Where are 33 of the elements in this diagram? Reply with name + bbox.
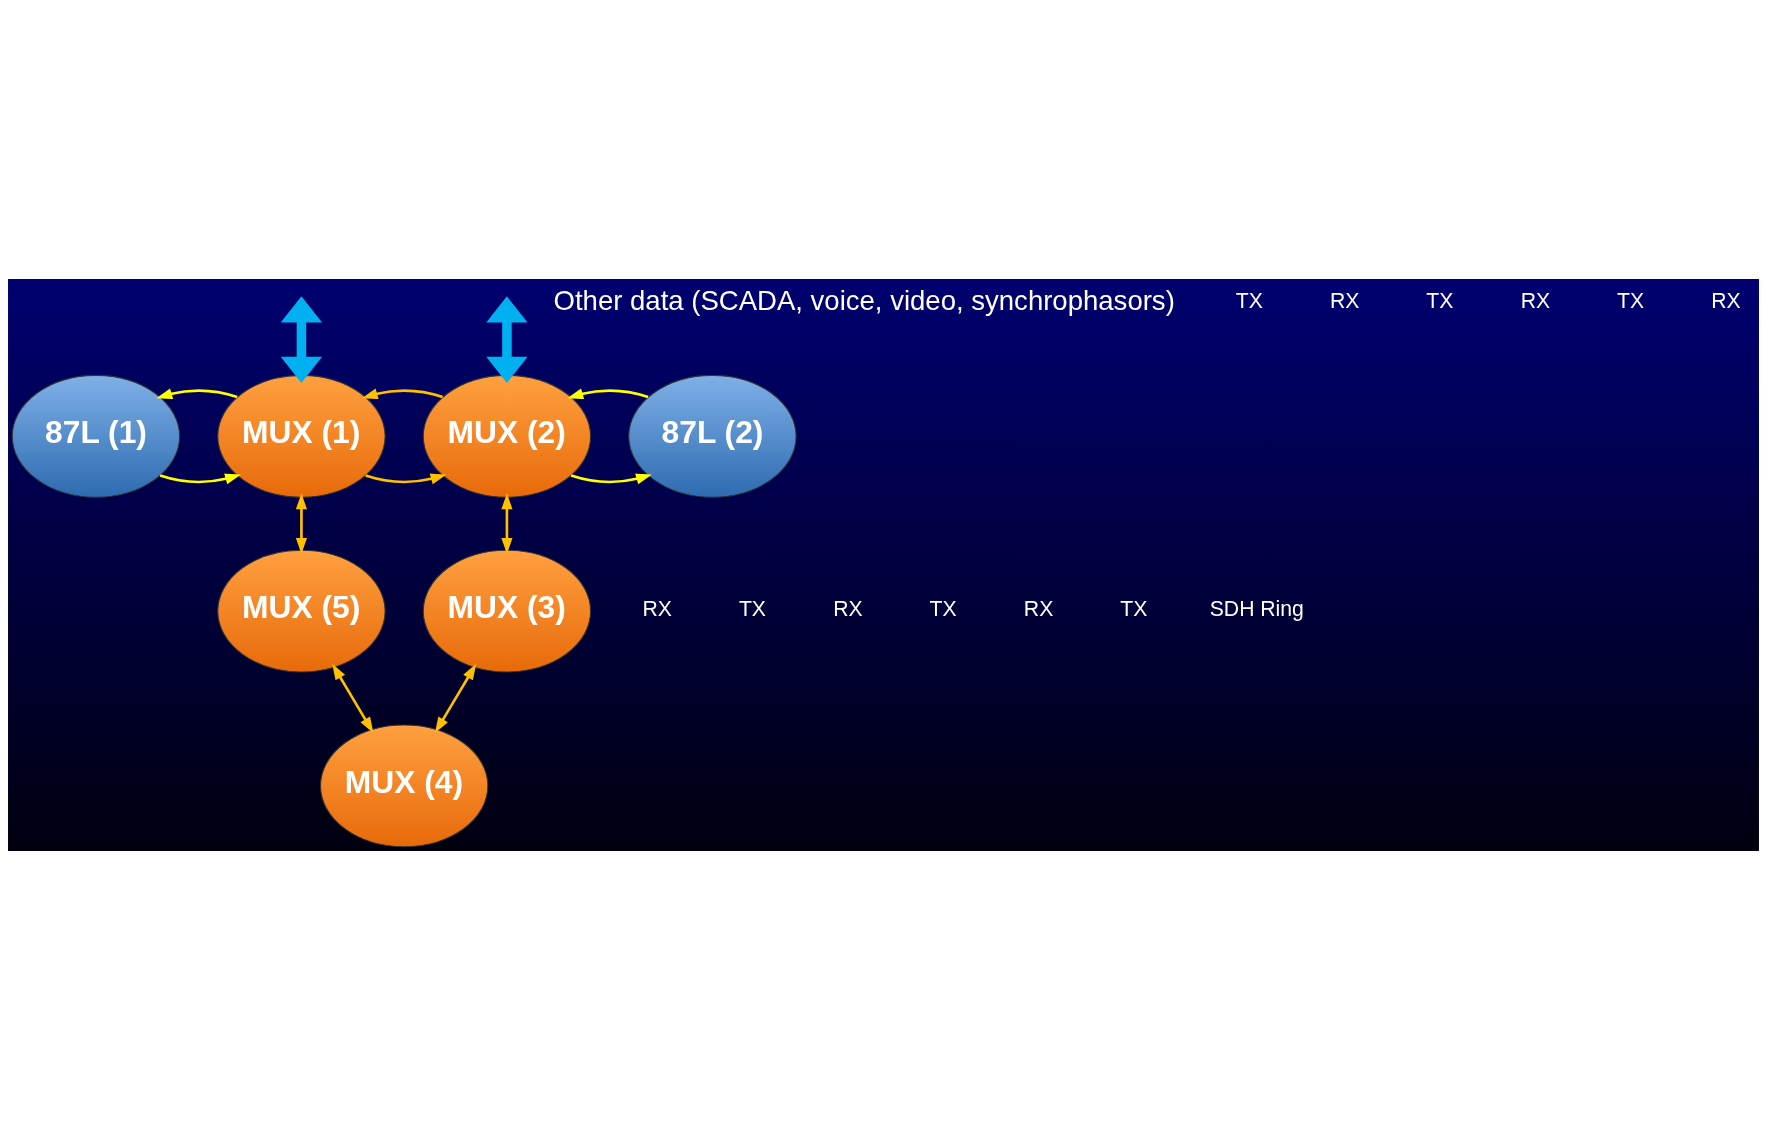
- label: RX: [1329, 288, 1360, 312]
- arrow: [156, 387, 238, 399]
- label: RX: [1023, 596, 1054, 620]
- label: TX: [1617, 288, 1645, 312]
- label: TX: [929, 596, 957, 620]
- arrow: [567, 387, 649, 399]
- node-ellipse: 87L (1): [11, 374, 181, 498]
- label: RX: [833, 596, 863, 620]
- arrow: [365, 473, 447, 484]
- node-ellipse: MUX (3): [422, 549, 592, 672]
- label: TX: [1120, 596, 1148, 620]
- label: TX: [738, 596, 766, 620]
- arrow: [332, 663, 374, 733]
- node-ellipse: MUX (2): [422, 374, 592, 498]
- arrow: [501, 492, 513, 554]
- label: RX: [642, 596, 672, 620]
- label: SDH Ring: [1209, 596, 1304, 620]
- arrow: [361, 387, 444, 399]
- node-ellipse: MUX (5): [217, 549, 386, 672]
- node-ellipse: MUX (4): [319, 723, 489, 847]
- arrow: [434, 663, 477, 733]
- node-ellipse: MUX (1): [217, 374, 386, 498]
- label: TX: [1235, 288, 1263, 312]
- arrow: [486, 295, 528, 383]
- node-ellipse: 87L (2): [628, 374, 797, 498]
- arrow: [295, 492, 307, 554]
- label: TX: [1426, 288, 1454, 312]
- arrow: [280, 295, 323, 383]
- label: RX: [1711, 288, 1741, 312]
- arrow: [159, 473, 241, 484]
- label: RX: [1520, 288, 1551, 312]
- label: Other data (SCADA, voice, video, synchrophasors): [553, 284, 1175, 316]
- arrow: [570, 473, 652, 484]
